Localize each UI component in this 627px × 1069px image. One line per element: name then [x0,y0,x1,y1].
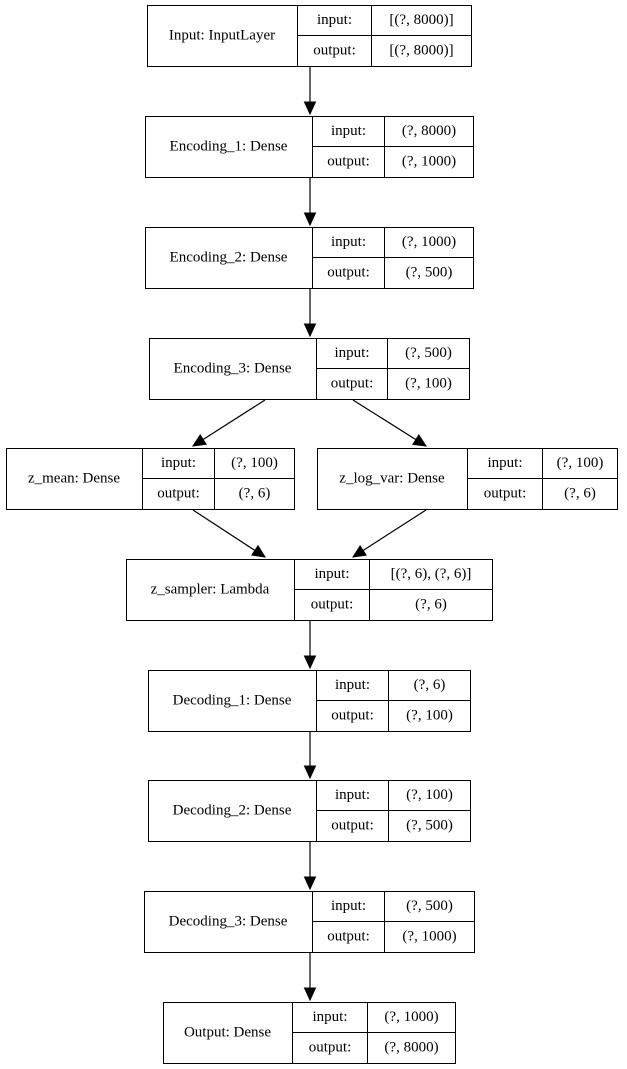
output-shape: (?, 6) [239,486,271,502]
layer-name: Input: InputLayer [169,28,275,44]
input-label: input: [161,455,196,471]
output-shape: (?, 1000) [402,154,456,170]
layer-name: Decoding_2: Dense [173,803,292,819]
layer-name: Decoding_1: Dense [173,693,292,709]
layer-node-dec2: Decoding_2: Dense input: (?, 100) output: (?… [148,780,471,842]
arrowhead [303,765,317,780]
output-label: output: [157,486,200,502]
output-shape: (?, 500) [406,818,453,834]
output-shape: (?, 6) [415,597,447,613]
input-shape: (?, 8000) [402,123,456,139]
input-label: input: [317,12,352,28]
nodes: Input: InputLayer input: [(?, 8000)] output… [6,5,618,1064]
input-label: input: [312,1009,347,1025]
input-shape: [(?, 8000)] [389,12,453,28]
edge-enc3-to-zmean [191,399,266,447]
input-label: input: [335,677,370,693]
input-shape: (?, 1000) [384,1009,438,1025]
input-shape: (?, 500) [406,898,453,914]
output-label: output: [327,154,370,170]
layer-name: Output: Dense [184,1025,271,1041]
input-shape: [(?, 6), (?, 6)] [391,566,472,582]
edge-line [202,399,266,441]
output-label: output: [327,929,370,945]
arrowhead [303,655,317,670]
output-label: output: [331,708,374,724]
layer-node-dec1: Decoding_1: Dense input: (?, 6) output: (?, … [148,670,471,732]
output-label: output: [331,376,374,392]
edge-enc3-to-zlogvar [352,399,428,447]
input-label: input: [334,345,369,361]
arrowhead [303,323,317,338]
input-shape: (?, 100) [231,455,278,471]
input-shape: (?, 500) [405,345,452,361]
edge-zlogvar-to-zsampler [351,509,427,558]
output-label: output: [331,818,374,834]
input-shape: (?, 1000) [402,234,456,250]
input-label: input: [314,566,349,582]
edge-dec1-to-dec2 [303,732,317,780]
output-label: output: [311,597,354,613]
arrowhead [303,212,317,227]
layer-node-enc3: Encoding_3: Dense input: (?, 500) output: (?… [149,338,470,400]
output-shape: (?, 500) [406,265,453,281]
edge-line [352,399,417,441]
edge-line [192,509,256,551]
layer-node-enc2: Encoding_2: Dense input: (?, 1000) output: (… [145,227,474,289]
layer-node-enc1: Encoding_1: Dense input: (?, 8000) output: (… [145,116,474,178]
layer-node-input: Input: InputLayer input: [(?, 8000)] output… [147,5,472,67]
arrowhead [191,433,207,447]
arrowhead [251,544,267,558]
arrowhead [303,101,317,116]
output-shape: (?, 100) [405,376,452,392]
output-shape: (?, 100) [406,708,453,724]
output-label: output: [313,43,356,59]
edge-dec2-to-dec3 [303,842,317,891]
output-shape: [(?, 8000)] [389,43,453,59]
layer-name: Decoding_3: Dense [169,914,288,930]
layer-node-output: Output: Dense input: (?, 1000) output: (?, 8… [163,1002,456,1064]
output-label: output: [309,1040,352,1056]
input-shape: (?, 100) [557,455,604,471]
layer-name: Encoding_1: Dense [170,139,288,155]
layer-name: Encoding_3: Dense [174,361,292,377]
output-shape: (?, 6) [564,486,596,502]
input-label: input: [331,234,366,250]
layer-name: z_mean: Dense [28,471,120,487]
input-label: input: [487,455,522,471]
layer-name: z_log_var: Dense [339,471,445,487]
layer-node-zlogvar: z_log_var: Dense input: (?, 100) output: (?,… [317,448,618,510]
output-label: output: [327,265,370,281]
input-label: input: [331,898,366,914]
edge-zmean-to-zsampler [192,509,267,558]
edge-line [362,509,427,552]
layer-name: z_sampler: Lambda [151,582,270,598]
arrowhead [303,987,317,1002]
layer-node-zsampler: z_sampler: Lambda input: [(?, 6), (?, 6)] o… [126,559,493,621]
edge-dec3-to-output [303,953,317,1002]
input-label: input: [331,123,366,139]
output-shape: (?, 1000) [402,929,456,945]
edge-enc2-to-enc3 [303,289,317,338]
input-label: input: [335,787,370,803]
input-shape: (?, 6) [414,677,446,693]
edge-enc1-to-enc2 [303,178,317,227]
edge-input-to-enc1 [303,67,317,116]
edges [191,67,428,1002]
output-shape: (?, 8000) [384,1040,438,1056]
layer-node-zmean: z_mean: Dense input: (?, 100) output: (?, 6) [6,448,295,510]
arrowhead [412,433,428,447]
arrowhead [351,544,367,558]
output-label: output: [484,486,527,502]
layer-node-dec3: Decoding_3: Dense input: (?, 500) output: (?… [144,891,475,953]
layer-name: Encoding_2: Dense [170,250,288,266]
input-shape: (?, 100) [406,787,453,803]
edge-zsampler-to-dec1 [303,621,317,670]
arrowhead [303,876,317,891]
